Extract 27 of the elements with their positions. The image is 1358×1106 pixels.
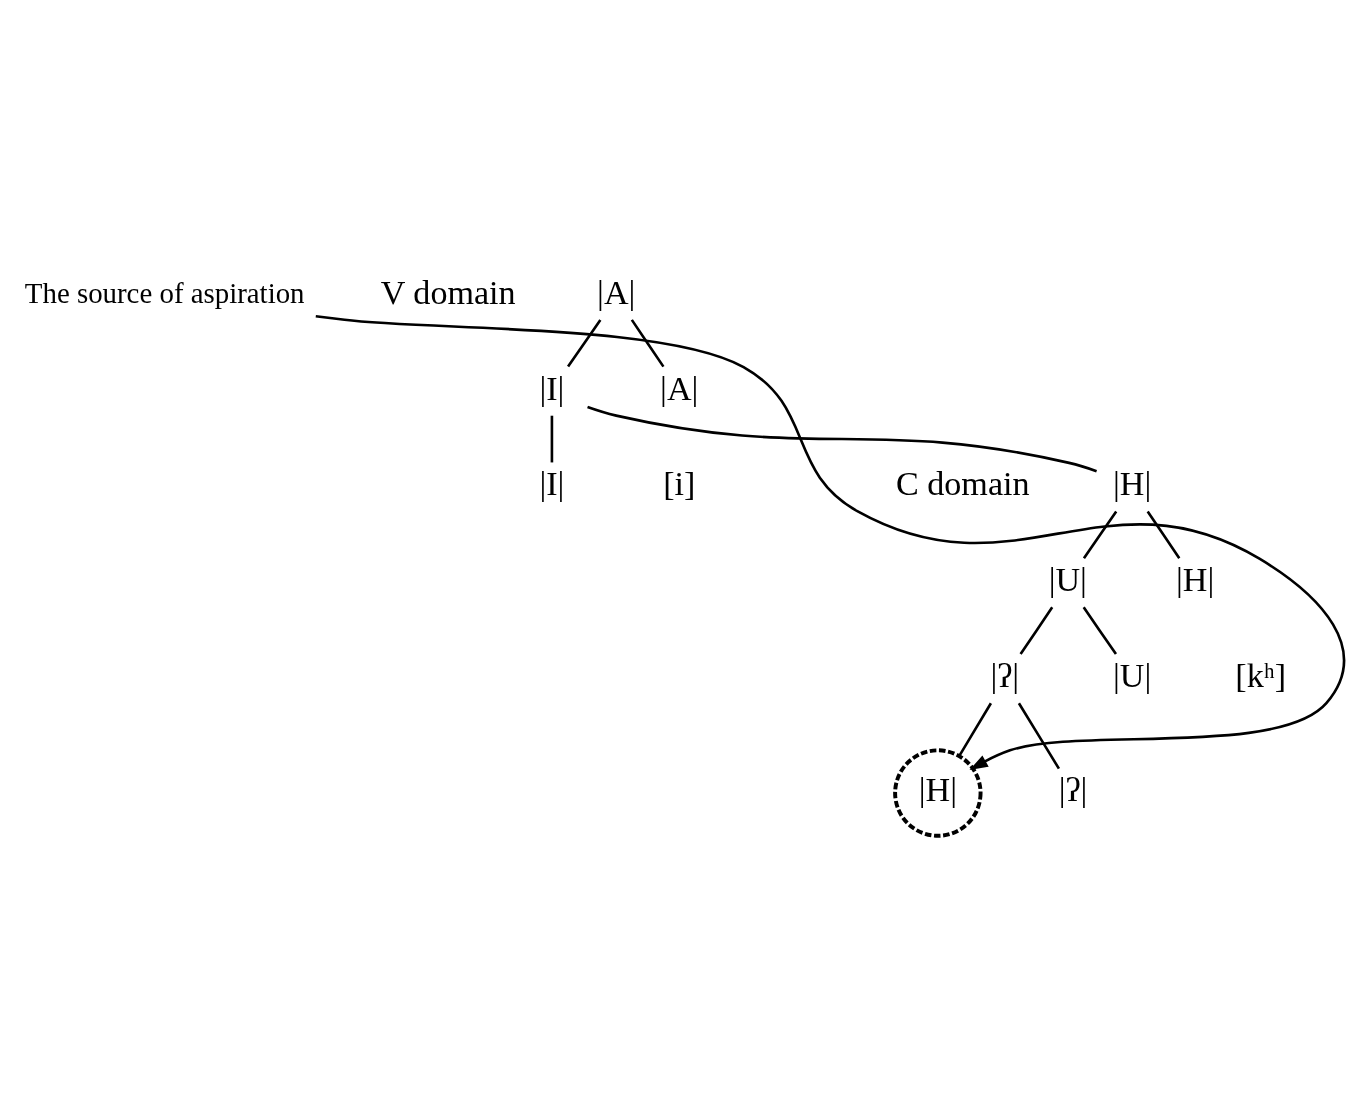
node-text: |U| — [1112, 656, 1152, 694]
node-text: |ʔ| — [1058, 770, 1088, 808]
connector — [587, 405, 1098, 472]
label: [i] — [663, 464, 696, 502]
connector — [1082, 510, 1118, 559]
connector — [1082, 606, 1118, 655]
node-circle: |H| — [893, 747, 983, 838]
node-text: |ʔ| — [990, 656, 1020, 694]
arrow — [315, 314, 1346, 770]
node-text: |U| — [1048, 560, 1087, 598]
connector — [1019, 606, 1054, 655]
label: [kʰ] — [1235, 656, 1287, 694]
label: C domain — [895, 464, 1030, 502]
node-text: |H| — [1112, 464, 1152, 502]
connector — [567, 318, 602, 367]
node-text: The source of aspiration — [24, 276, 305, 309]
node-text: |A| — [660, 369, 699, 407]
connector — [1146, 510, 1181, 559]
connector — [550, 415, 554, 462]
node-text: |H| — [1175, 560, 1215, 598]
connector — [958, 702, 993, 757]
connector — [630, 318, 665, 367]
node-text: |A| — [597, 273, 636, 311]
node-text: |I| — [539, 464, 565, 502]
node-text: |I| — [539, 369, 565, 407]
connector — [1017, 702, 1061, 769]
label: V domain — [380, 273, 516, 311]
